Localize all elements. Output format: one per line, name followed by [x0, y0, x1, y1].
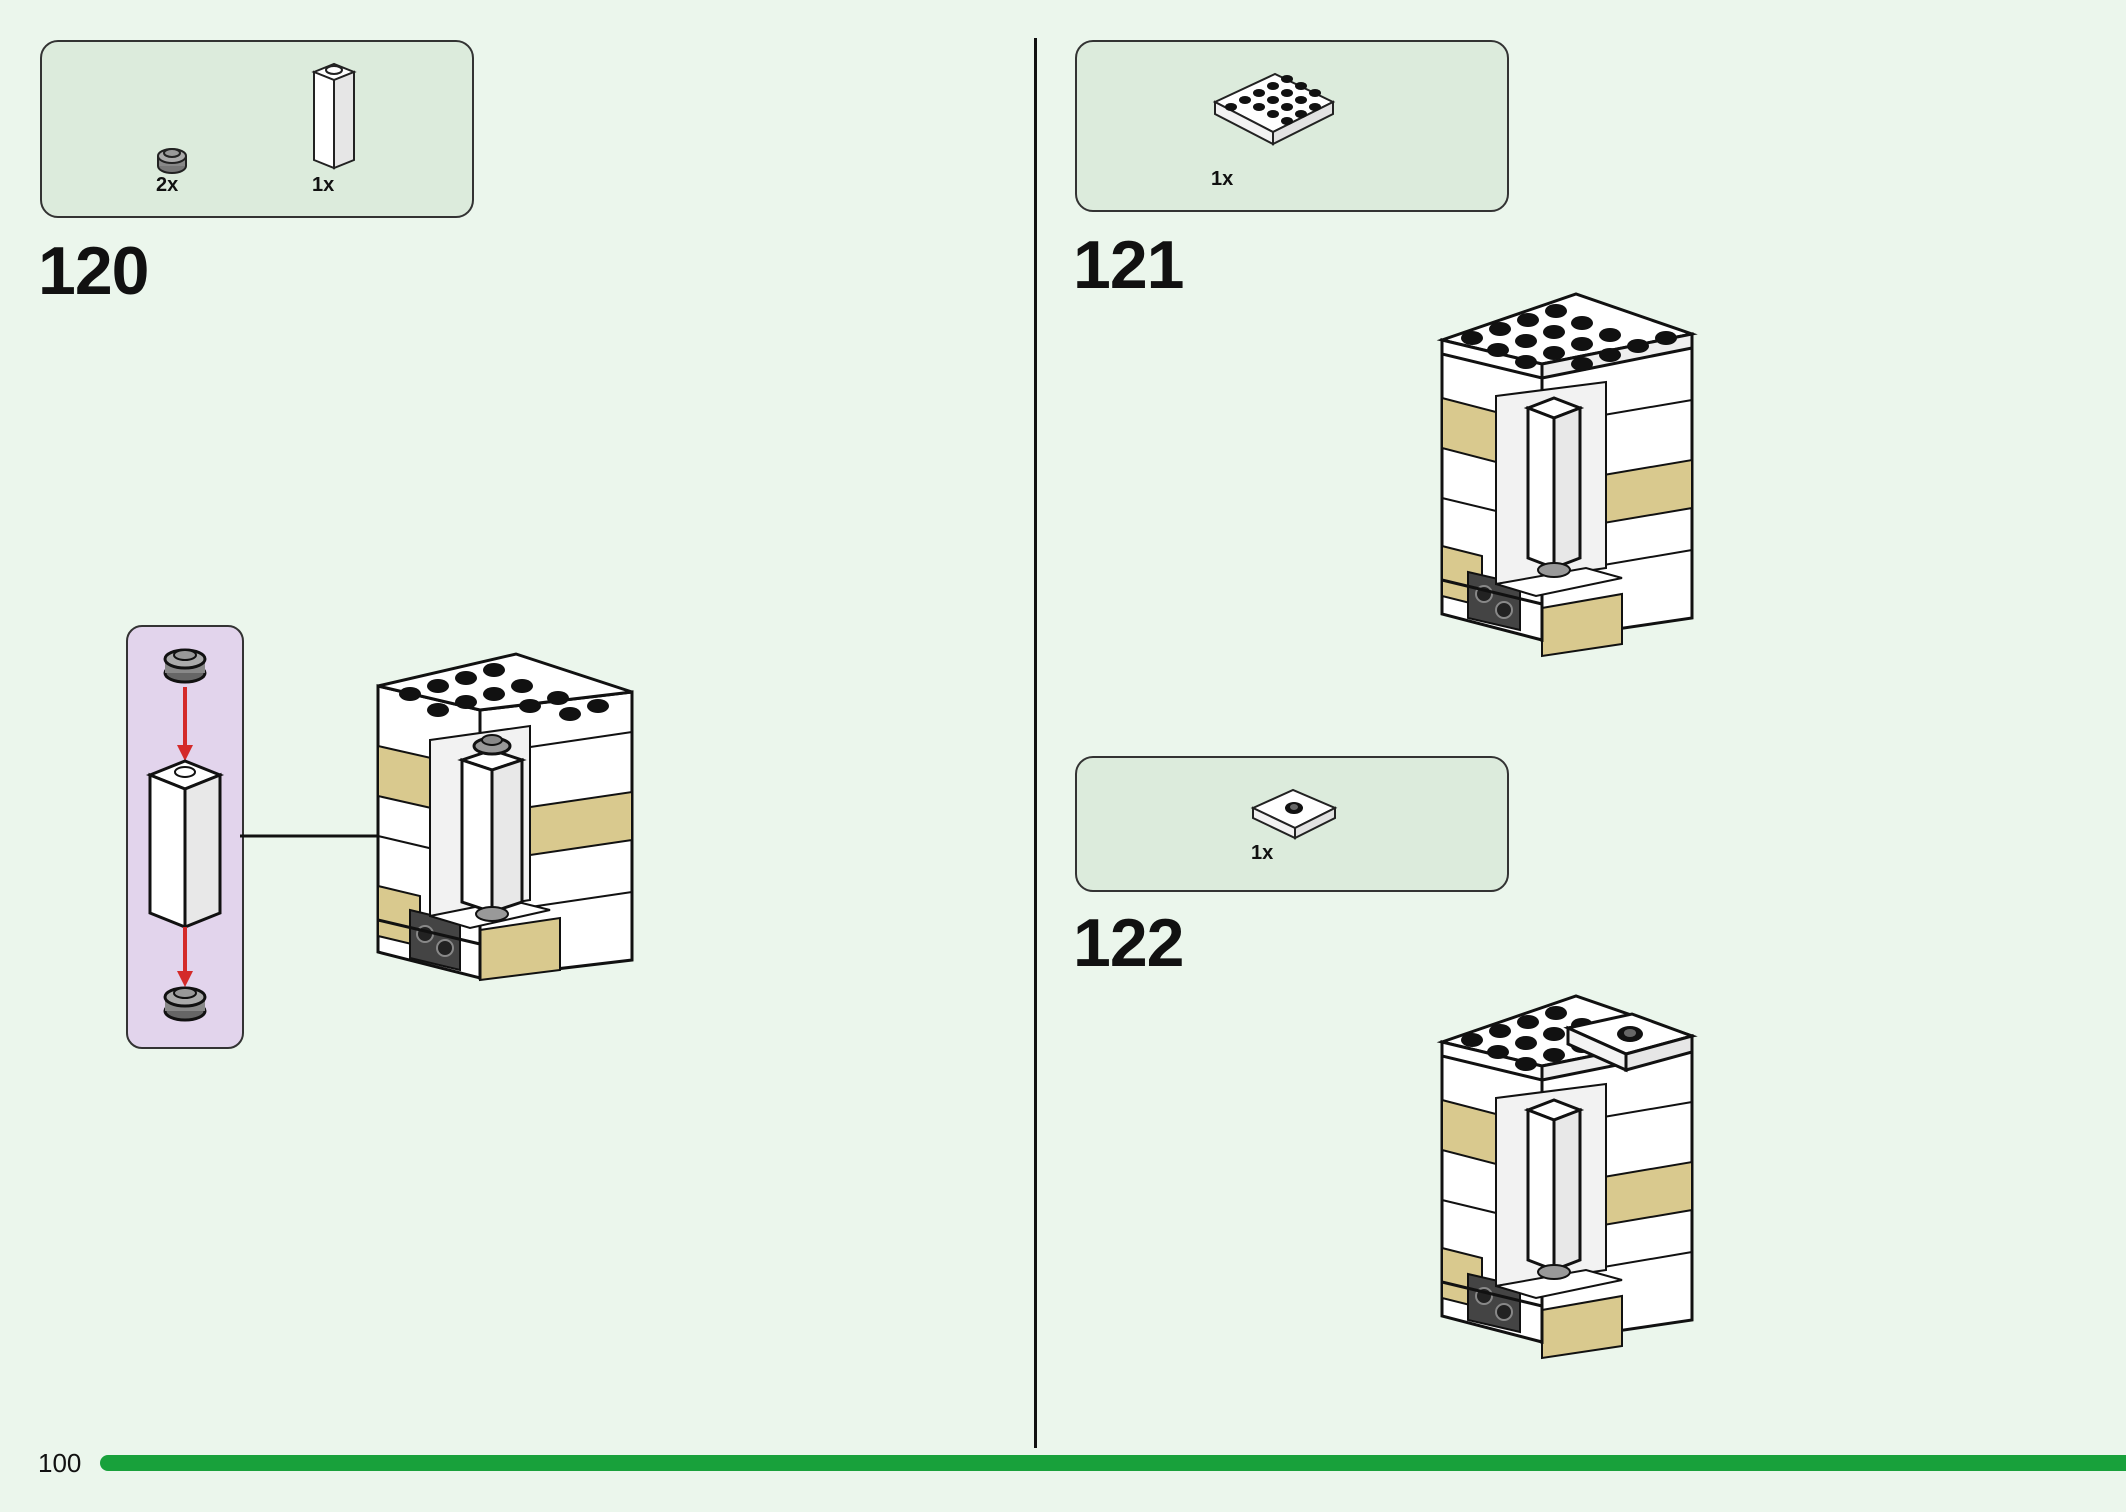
progress-bar: [100, 1455, 2126, 1471]
tall-brick: [145, 759, 225, 930]
step-number-122: 122: [1073, 905, 1184, 981]
round-plate-bottom: [163, 986, 207, 1022]
parts-box-step-120: 2x 1x: [40, 40, 474, 218]
round-plate-top: [163, 648, 207, 684]
part-count: 1x: [312, 174, 335, 196]
page-number: 100: [38, 1448, 82, 1478]
parts-box-step-122: 1x: [1075, 756, 1509, 892]
step-number-121: 121: [1073, 227, 1184, 303]
part-count: 2x: [156, 174, 179, 196]
subassembly-diagram: [145, 648, 225, 1022]
tall-brick-icon: [311, 62, 357, 170]
model-step-121: [1436, 292, 1698, 658]
model-step-122: [1436, 994, 1698, 1360]
callout-subassembly: [126, 625, 244, 1049]
step-number-120: 120: [38, 233, 149, 309]
part-count: 1x: [1251, 842, 1274, 864]
jumper-plate-icon: [1250, 788, 1338, 840]
round-plate-icon: [157, 148, 187, 174]
plate-4x4-icon: [1212, 72, 1336, 146]
page-divider: [1034, 38, 1037, 1448]
part-count: 1x: [1211, 168, 1234, 190]
parts-box-step-121: 1x: [1075, 40, 1509, 212]
model-step-120: [376, 652, 634, 982]
